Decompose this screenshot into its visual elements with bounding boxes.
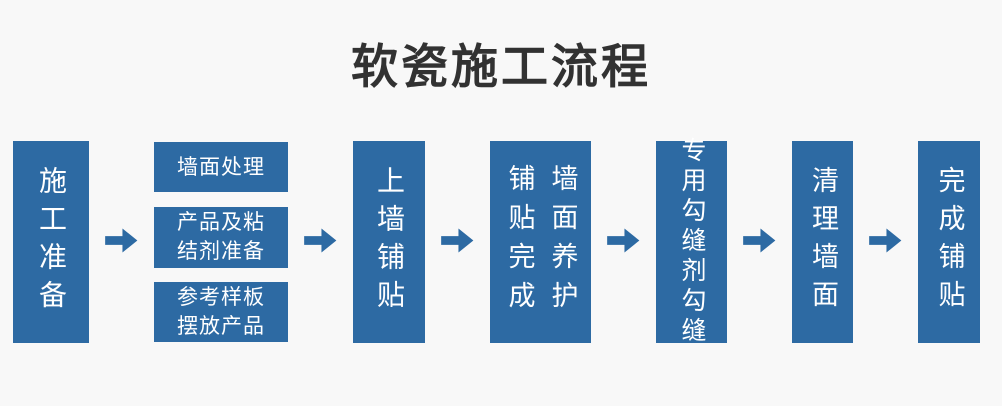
step-clean-wall: 清理墙面 xyxy=(792,141,853,344)
substep-label: 参考样板摆放产品 xyxy=(177,286,265,339)
flowchart-page: 软瓷施工流程 施工准备 墙面处理 产品及粘结剂准备 参考样板摆放产品 上墙铺贴 xyxy=(0,36,1002,406)
step-label-column-left: 铺贴完成 xyxy=(504,164,535,321)
substep-wall-treatment: 墙面处理 xyxy=(154,142,288,193)
step-wall-paving: 上墙铺贴 xyxy=(353,141,425,344)
arrow-right-icon xyxy=(869,228,902,253)
arrow-right-icon xyxy=(441,228,474,253)
arrow-right-icon xyxy=(304,228,337,253)
arrow-right-icon xyxy=(105,228,138,253)
step-label: 上墙铺贴 xyxy=(374,166,405,319)
step-special-grout-jointing: 专用勾缝剂勾缝 xyxy=(656,137,727,347)
arrow-right-icon xyxy=(607,228,640,253)
flow-diagram: 施工准备 墙面处理 产品及粘结剂准备 参考样板摆放产品 上墙铺贴 铺贴 xyxy=(13,137,980,347)
page-title: 软瓷施工流程 xyxy=(351,40,651,93)
step-construction-preparation: 施工准备 xyxy=(13,141,89,344)
substep-label: 墙面处理 xyxy=(177,155,265,179)
step-label: 专用勾缝剂勾缝 xyxy=(678,137,706,348)
step-finish-paving: 完成铺贴 xyxy=(918,141,980,344)
substep-label: 产品及粘结剂准备 xyxy=(177,211,265,264)
substep-product-adhesive-preparation: 产品及粘结剂准备 xyxy=(154,206,288,268)
arrow-right-icon xyxy=(743,228,776,253)
step-label: 完成铺贴 xyxy=(934,166,965,319)
step-preparation-substeps: 墙面处理 产品及粘结剂准备 参考样板摆放产品 xyxy=(154,142,288,343)
step-label-column-right: 墙面养护 xyxy=(547,164,578,321)
substep-reference-sample-layout: 参考样板摆放产品 xyxy=(154,282,288,343)
step-label: 清理墙面 xyxy=(808,166,838,319)
step-paving-complete-wall-curing: 铺贴完成 墙面养护 xyxy=(490,141,591,344)
step-label: 施工准备 xyxy=(36,166,67,319)
